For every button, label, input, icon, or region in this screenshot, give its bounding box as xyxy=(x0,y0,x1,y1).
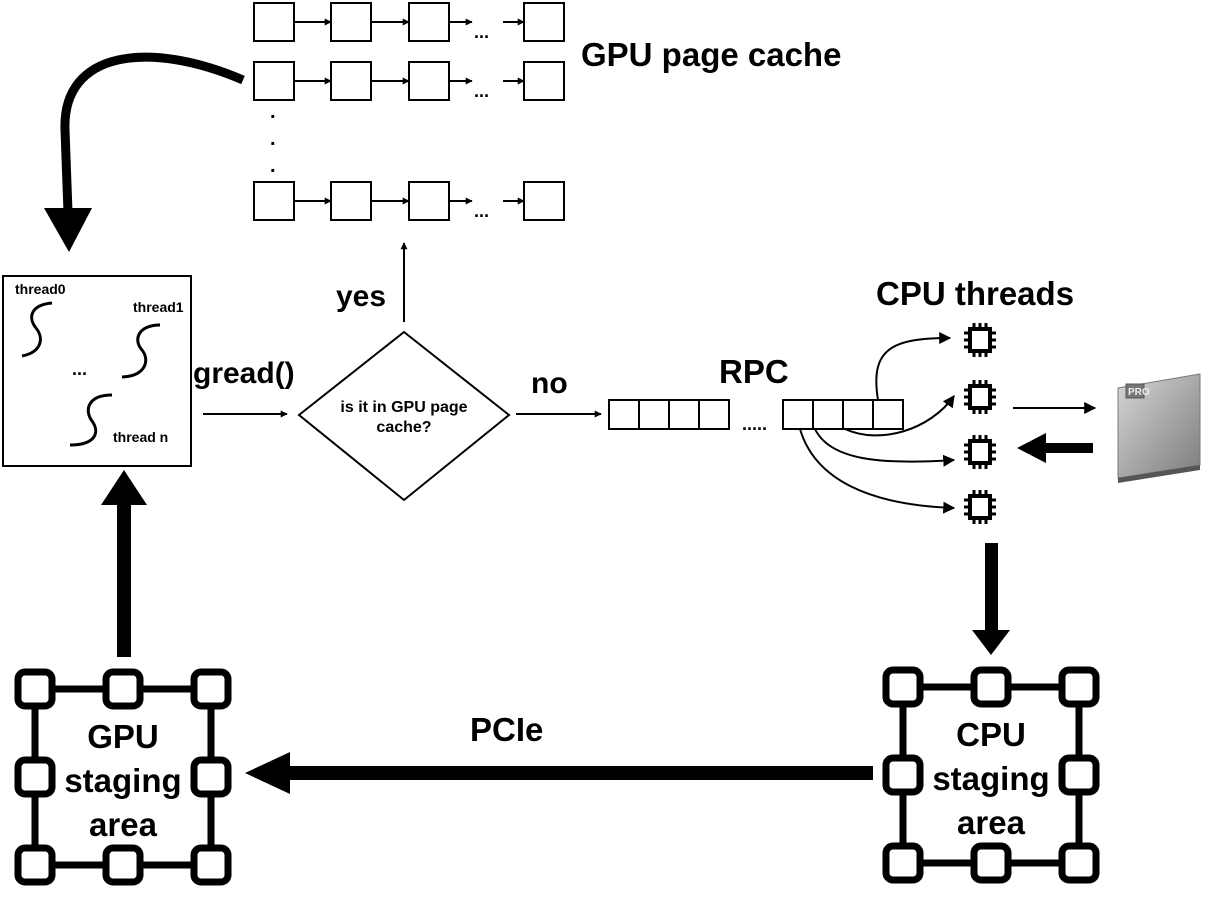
thread1-label: thread1 xyxy=(133,299,184,315)
ssd-drive-icon: PRO xyxy=(1117,373,1201,483)
rpc-to-cpu-thread4-arrow xyxy=(799,428,956,514)
decision-shape xyxy=(297,330,511,502)
cache-page xyxy=(330,61,372,101)
cache-row-ellipsis: ... xyxy=(474,22,489,42)
rpc-label: RPC xyxy=(719,353,789,390)
cache-page xyxy=(408,2,450,42)
cache-row-ellipsis: ... xyxy=(474,201,489,221)
cache-to-threads-arrowhead xyxy=(44,208,92,252)
ssd-brand: PRO xyxy=(1128,387,1150,398)
rpc-to-cpu-thread2-arrow xyxy=(844,395,955,437)
threads-ellipsis: ... xyxy=(72,359,87,379)
ssd-edge xyxy=(1118,465,1200,483)
cache-row-2: ... xyxy=(253,61,565,101)
cache-page xyxy=(330,2,372,42)
staging-to-threads-shaft xyxy=(117,500,131,657)
gpu-page-cache-title: GPU page cache xyxy=(581,36,841,73)
rpc-to-cpu-thread1-arrow xyxy=(875,332,952,401)
threadn-squiggle xyxy=(69,393,113,447)
svg-text:.: . xyxy=(270,101,276,123)
thread1-squiggle xyxy=(121,323,161,379)
threadn-label: thread n xyxy=(113,429,168,445)
cpu-chip-icon xyxy=(962,433,998,471)
thread0-label: thread0 xyxy=(15,281,66,297)
cpu-staging-area: CPU staging area xyxy=(886,670,1096,880)
cache-page xyxy=(330,181,372,221)
cache-row-3: ... xyxy=(253,181,565,221)
rpc-dots: ..... xyxy=(742,414,767,434)
no-label: no xyxy=(531,367,568,400)
rpc-slot xyxy=(698,399,730,430)
rpc-slot xyxy=(812,399,844,430)
gpu-page-cache: ... ... . . . ... xyxy=(253,2,841,221)
gpu-threads-box: thread0 thread1 ... thread n xyxy=(2,275,192,467)
rpc-slot xyxy=(782,399,814,430)
cache-page xyxy=(253,181,295,221)
threads-frame xyxy=(2,275,192,467)
rpc-slot xyxy=(842,399,874,430)
gread-label: gread() xyxy=(193,357,295,390)
gpu-staging-area: GPU staging area xyxy=(18,672,228,882)
decision-diamond: is it in GPU page cache? xyxy=(297,330,511,502)
rpc-slot xyxy=(668,399,700,430)
staging-to-threads-arrowhead xyxy=(101,470,147,505)
pcie-arrowhead xyxy=(245,752,290,794)
rpc-to-cpu-thread3-arrow xyxy=(814,428,956,467)
cache-row-ellipsis: ... xyxy=(474,81,489,101)
cache-page xyxy=(253,2,295,42)
cpu-chip-icon xyxy=(962,321,998,359)
cache-page xyxy=(408,61,450,101)
svg-text:.: . xyxy=(270,155,276,177)
rpc-queue: ..... RPC xyxy=(608,353,904,434)
rpc-slot xyxy=(638,399,670,430)
decision-text-line2: cache? xyxy=(376,419,431,436)
cpu-staging-line2: staging xyxy=(932,760,1049,797)
cache-page xyxy=(523,181,565,221)
thread0-squiggle xyxy=(21,301,53,358)
cpu-to-staging-shaft xyxy=(985,543,998,633)
ssd-badge xyxy=(1125,383,1145,399)
gpu-staging-line2: staging xyxy=(64,762,181,799)
cache-page xyxy=(523,61,565,101)
gpu-staging-line3: area xyxy=(89,806,158,843)
cache-page xyxy=(253,61,295,101)
rpc-slot xyxy=(608,399,640,430)
yes-label: yes xyxy=(336,280,386,313)
ssd-to-cpu-arrow xyxy=(1017,433,1093,463)
gpu-staging-line1: GPU xyxy=(87,718,159,755)
cache-page xyxy=(408,181,450,221)
rpc-slot xyxy=(872,399,904,430)
cache-vertical-dots: . . . xyxy=(270,101,276,177)
cpu-to-staging-arrowhead xyxy=(972,630,1010,655)
cpu-chip-icon xyxy=(962,488,998,526)
cache-row-1: ... xyxy=(253,2,565,42)
cache-to-threads-arrow xyxy=(60,52,245,213)
pcie-label: PCIe xyxy=(470,711,543,748)
cpu-threads-label: CPU threads xyxy=(876,275,1074,312)
cpu-chip-icon xyxy=(962,378,998,416)
decision-text-line1: is it in GPU page xyxy=(340,399,467,416)
pcie-arrow-shaft xyxy=(285,766,873,780)
cpu-staging-line3: area xyxy=(957,804,1026,841)
cpu-staging-line1: CPU xyxy=(956,716,1026,753)
svg-text:.: . xyxy=(270,128,276,150)
cache-page xyxy=(523,2,565,42)
